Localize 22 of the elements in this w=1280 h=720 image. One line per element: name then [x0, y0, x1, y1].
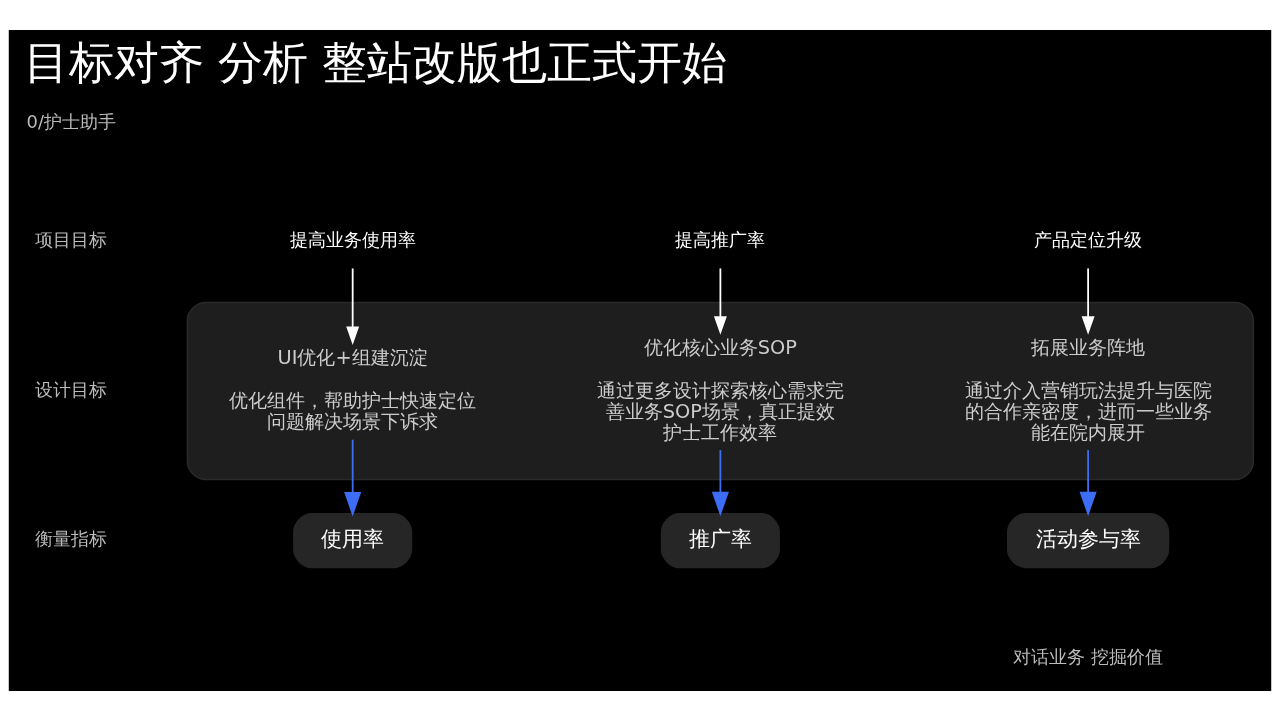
label: 对话业务 挖掘价值	[1013, 645, 1163, 667]
node-text: 提高推广率	[675, 228, 766, 250]
arrow	[1079, 448, 1097, 516]
arrow	[346, 267, 360, 345]
node-text: 产品定位升级	[1034, 228, 1143, 250]
diagram-title: 目标对齐 分析 整站改版也正式开始	[24, 36, 728, 89]
label: 设计目标	[35, 378, 108, 400]
cluster	[186, 301, 1255, 480]
arrow	[711, 448, 729, 516]
arrow	[713, 267, 727, 335]
arrow	[344, 438, 362, 516]
node-box: 推广率	[660, 512, 780, 568]
node-text: 提高业务使用率	[289, 228, 416, 250]
label: 衡量指标	[35, 527, 108, 549]
node-box: 活动参与率	[1006, 512, 1170, 568]
node-text: 拓展业务阵地 通过介入营销玩法提升与医院的合作亲密度，进而一些业务能在院内展开	[964, 335, 1212, 444]
node-text: 优化核心业务SOP 通过更多设计探索核心需求完善业务SOP场景，真正提效护士工作效率	[596, 335, 844, 444]
label: 0/护士助手	[26, 110, 116, 132]
label: 项目目标	[35, 228, 108, 250]
node-box: 使用率	[293, 512, 413, 568]
arrow	[1081, 267, 1095, 335]
node-text: UI优化+组建沉淀 优化组件，帮助护士快速定位问题解决场景下诉求	[229, 345, 477, 433]
